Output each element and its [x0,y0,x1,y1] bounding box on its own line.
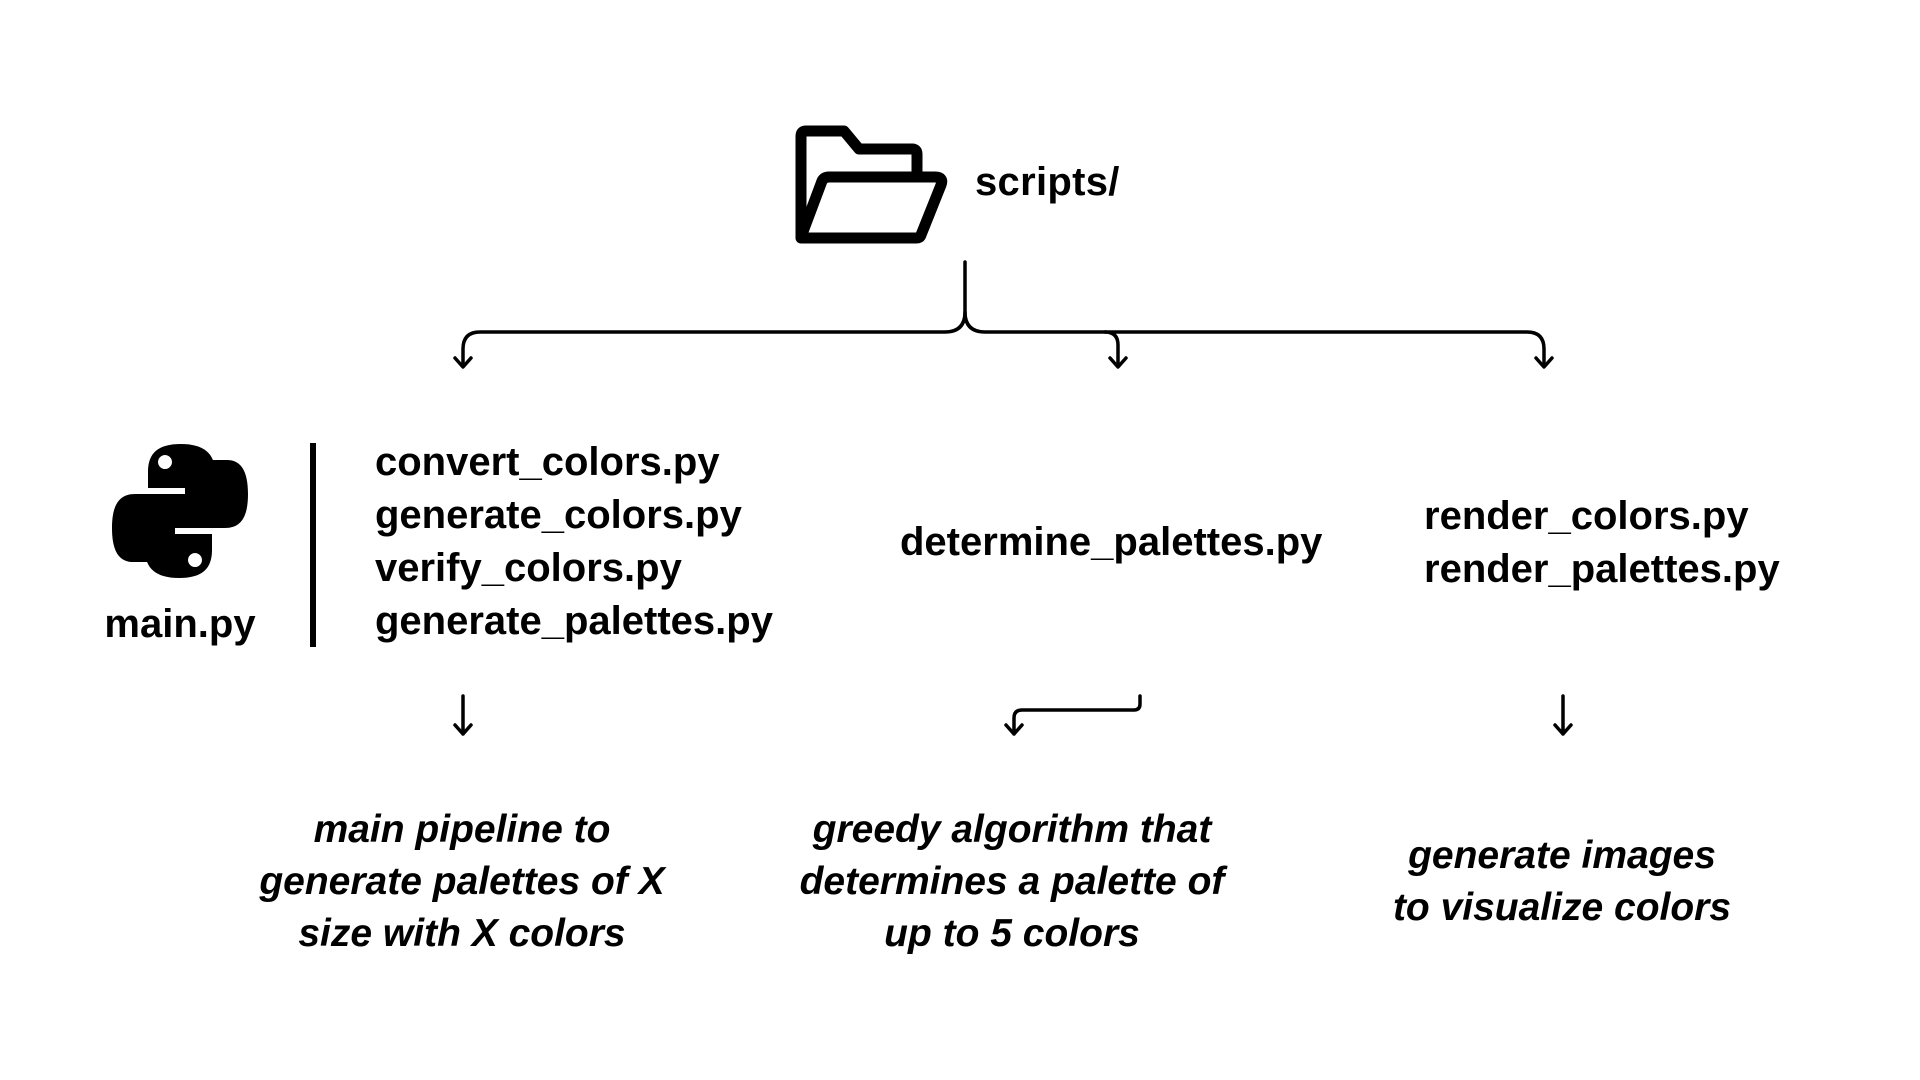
arrowhead-middle [1108,356,1128,369]
file-item: determine_palettes.py [900,520,1323,564]
arrow-down-group-1 [453,694,473,736]
file-item: verify_colors.py [375,546,682,590]
main-module-label: main.py [104,602,256,646]
file-item: generate_palettes.py [375,599,773,643]
file-list-group-1: convert_colors.py generate_colors.py ver… [375,436,773,648]
arrowhead-right [1534,356,1554,369]
description-line: to visualize colors [1392,886,1732,929]
description-line: determines a palette of [799,860,1225,903]
description-line: size with X colors [298,912,626,955]
arrow-down-group-3 [1553,694,1573,736]
arrow-bent-group-2 [1004,694,1142,736]
divider-line [310,443,316,647]
description-group-1: main pipeline to generate palettes of X … [212,804,712,960]
root-folder-label: scripts/ [975,160,1120,204]
description-line: up to 5 colors [884,912,1140,955]
description-line: main pipeline to [313,808,611,851]
tree-branch-middle [1103,330,1120,368]
file-list-group-2: determine_palettes.py [900,516,1322,569]
tree-branch-right [963,310,1546,368]
description-line: greedy algorithm that [812,808,1212,851]
file-list-group-3: render_colors.py render_palettes.py [1424,490,1780,596]
tree-brace [461,260,967,368]
file-item: generate_colors.py [375,493,742,537]
description-line: generate palettes of X [259,860,665,903]
file-item: convert_colors.py [375,440,720,484]
file-item: render_palettes.py [1424,547,1780,591]
description-line: generate images [1408,834,1716,877]
description-group-3: generate images to visualize colors [1312,830,1812,934]
folder-open-icon [795,125,948,244]
python-logo-icon [112,444,248,578]
file-item: render_colors.py [1424,494,1749,538]
arrowhead-left [453,356,473,369]
description-group-2: greedy algorithm that determines a palet… [762,804,1262,960]
